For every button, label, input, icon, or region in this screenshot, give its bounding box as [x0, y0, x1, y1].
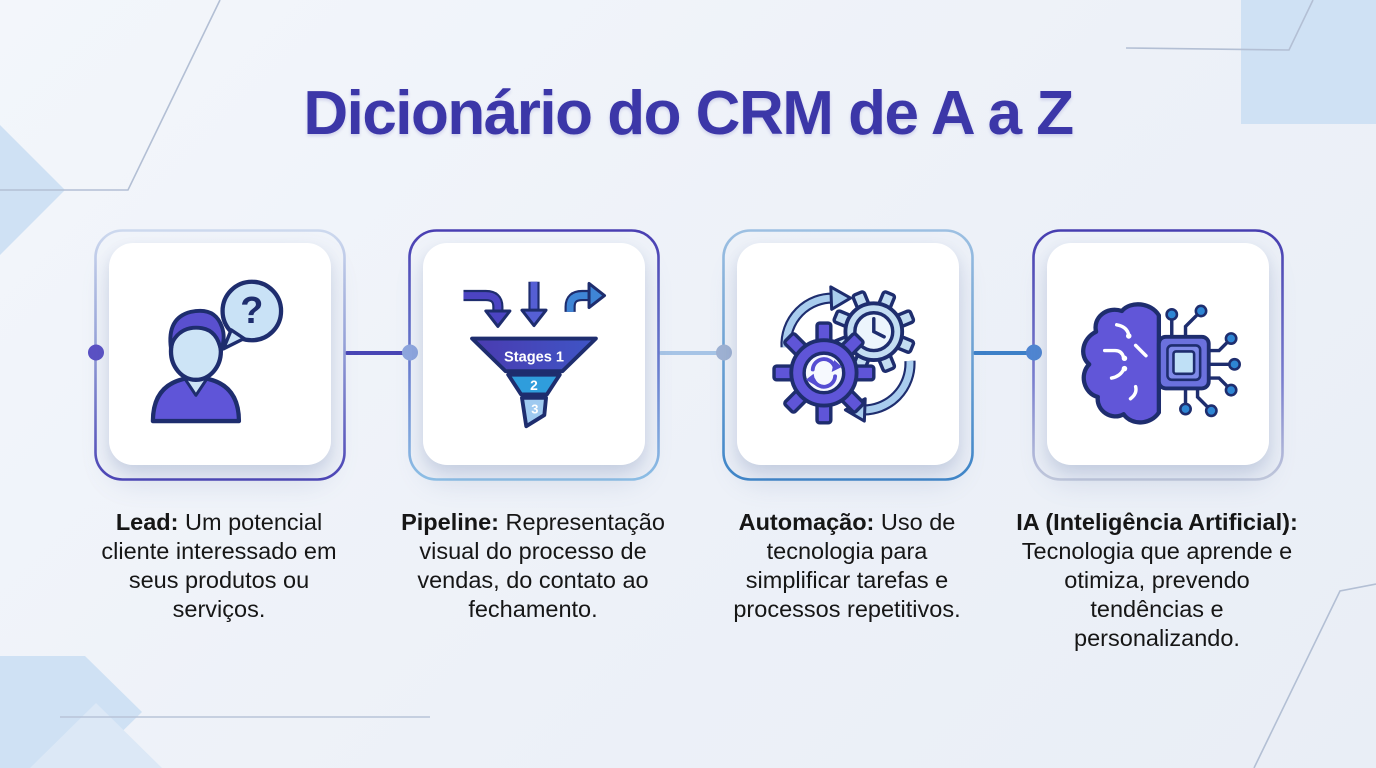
connector-dot [1026, 344, 1042, 361]
card-outline [402, 229, 660, 481]
card-outline [716, 229, 974, 481]
card-lead: ? [88, 229, 346, 481]
person-question-icon: ? [150, 279, 284, 424]
card-face: ? [109, 243, 331, 465]
connector-dot [402, 344, 418, 361]
card-face: Stages 1 2 3 [423, 243, 645, 465]
refresh-gear [772, 321, 876, 425]
card-pipeline: Stages 1 2 3 [402, 229, 660, 481]
term-label: Pipeline: [401, 509, 499, 535]
card-outline [88, 229, 346, 481]
card-ia [1026, 229, 1284, 481]
description-lead: Lead: Um potencial cliente interessado e… [88, 508, 350, 624]
description-pipeline: Pipeline: Representação visual do proces… [397, 508, 669, 624]
term-definition: Um potencial cliente interessado em seus… [101, 509, 337, 622]
term-label: Automação: [738, 509, 875, 535]
card-face [1047, 243, 1269, 465]
ai-brain-chip-icon [1081, 302, 1241, 425]
connector-line-1 [345, 351, 408, 355]
connector-line-2 [659, 351, 722, 355]
term-label: Lead: [115, 509, 179, 535]
card-outline [1026, 229, 1284, 481]
funnel-stage-2-label: 2 [530, 378, 538, 393]
page-title: Dicionário do CRM de A a Z [303, 79, 1074, 148]
description-automacao: Automação: Uso de tecnologia para simpli… [716, 508, 978, 624]
term-definition: Tecnologia que aprende e otimiza, preven… [1021, 538, 1293, 651]
card-automacao [716, 229, 974, 481]
question-mark: ? [240, 290, 263, 332]
description-ia: IA (Inteligência Artificial): Tecnologia… [1015, 508, 1299, 653]
sales-funnel-icon: Stages 1 2 3 [463, 281, 607, 429]
term-definition: Uso de tecnologia para simplificar taref… [733, 509, 961, 622]
term-label: IA (Inteligência Artificial): [1016, 509, 1298, 535]
funnel-stage-1-label: Stages 1 [504, 350, 564, 366]
connector-line-3 [973, 351, 1032, 355]
term-definition: Representação visual do processo de vend… [417, 509, 665, 622]
automation-gears-icon [772, 285, 916, 425]
card-face [737, 243, 959, 465]
connector-dot [88, 344, 104, 361]
funnel-stage-3-label: 3 [531, 401, 538, 416]
connector-dot [716, 344, 732, 361]
